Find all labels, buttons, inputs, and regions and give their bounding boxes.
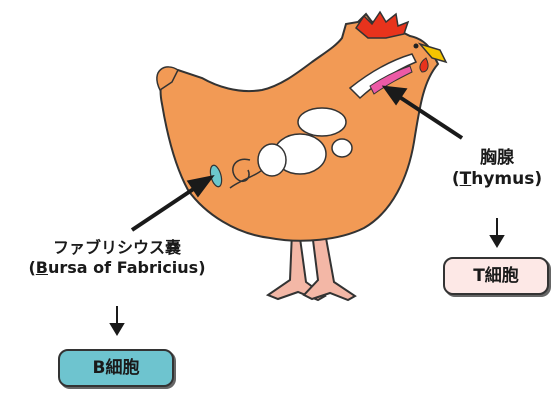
b-cell-badge: B細胞 bbox=[58, 349, 174, 387]
bursa-label-jp: ファブリシウス嚢 bbox=[6, 238, 228, 258]
liver bbox=[332, 139, 352, 157]
bursa-down-arrow-head bbox=[111, 324, 123, 334]
chicken-eye bbox=[414, 44, 419, 49]
bursa-label-en-initial: B bbox=[36, 258, 48, 277]
thymus-label: 胸腺 (Thymus) bbox=[438, 148, 552, 191]
right-leg bbox=[304, 232, 355, 300]
bursa-label-en-rest: ursa of Fabricius bbox=[48, 258, 198, 277]
thymus-label-en-rest: hymus bbox=[471, 169, 534, 189]
thymus-down-arrow-head bbox=[491, 236, 503, 246]
thymus-label-jp: 胸腺 bbox=[438, 148, 552, 169]
bursa-pointer-line bbox=[132, 186, 198, 230]
intestine-loop bbox=[258, 144, 286, 176]
thymus-label-en: (Thymus) bbox=[438, 169, 552, 190]
t-cell-badge: T細胞 bbox=[443, 257, 549, 295]
chicken-legs bbox=[268, 232, 355, 300]
bursa-label: ファブリシウス嚢 (Bursa of Fabricius) bbox=[6, 238, 228, 278]
chicken-comb bbox=[356, 12, 408, 38]
bursa-label-en: (Bursa of Fabricius) bbox=[6, 258, 228, 278]
thymus-label-en-initial: T bbox=[460, 169, 472, 189]
crop bbox=[298, 108, 346, 136]
